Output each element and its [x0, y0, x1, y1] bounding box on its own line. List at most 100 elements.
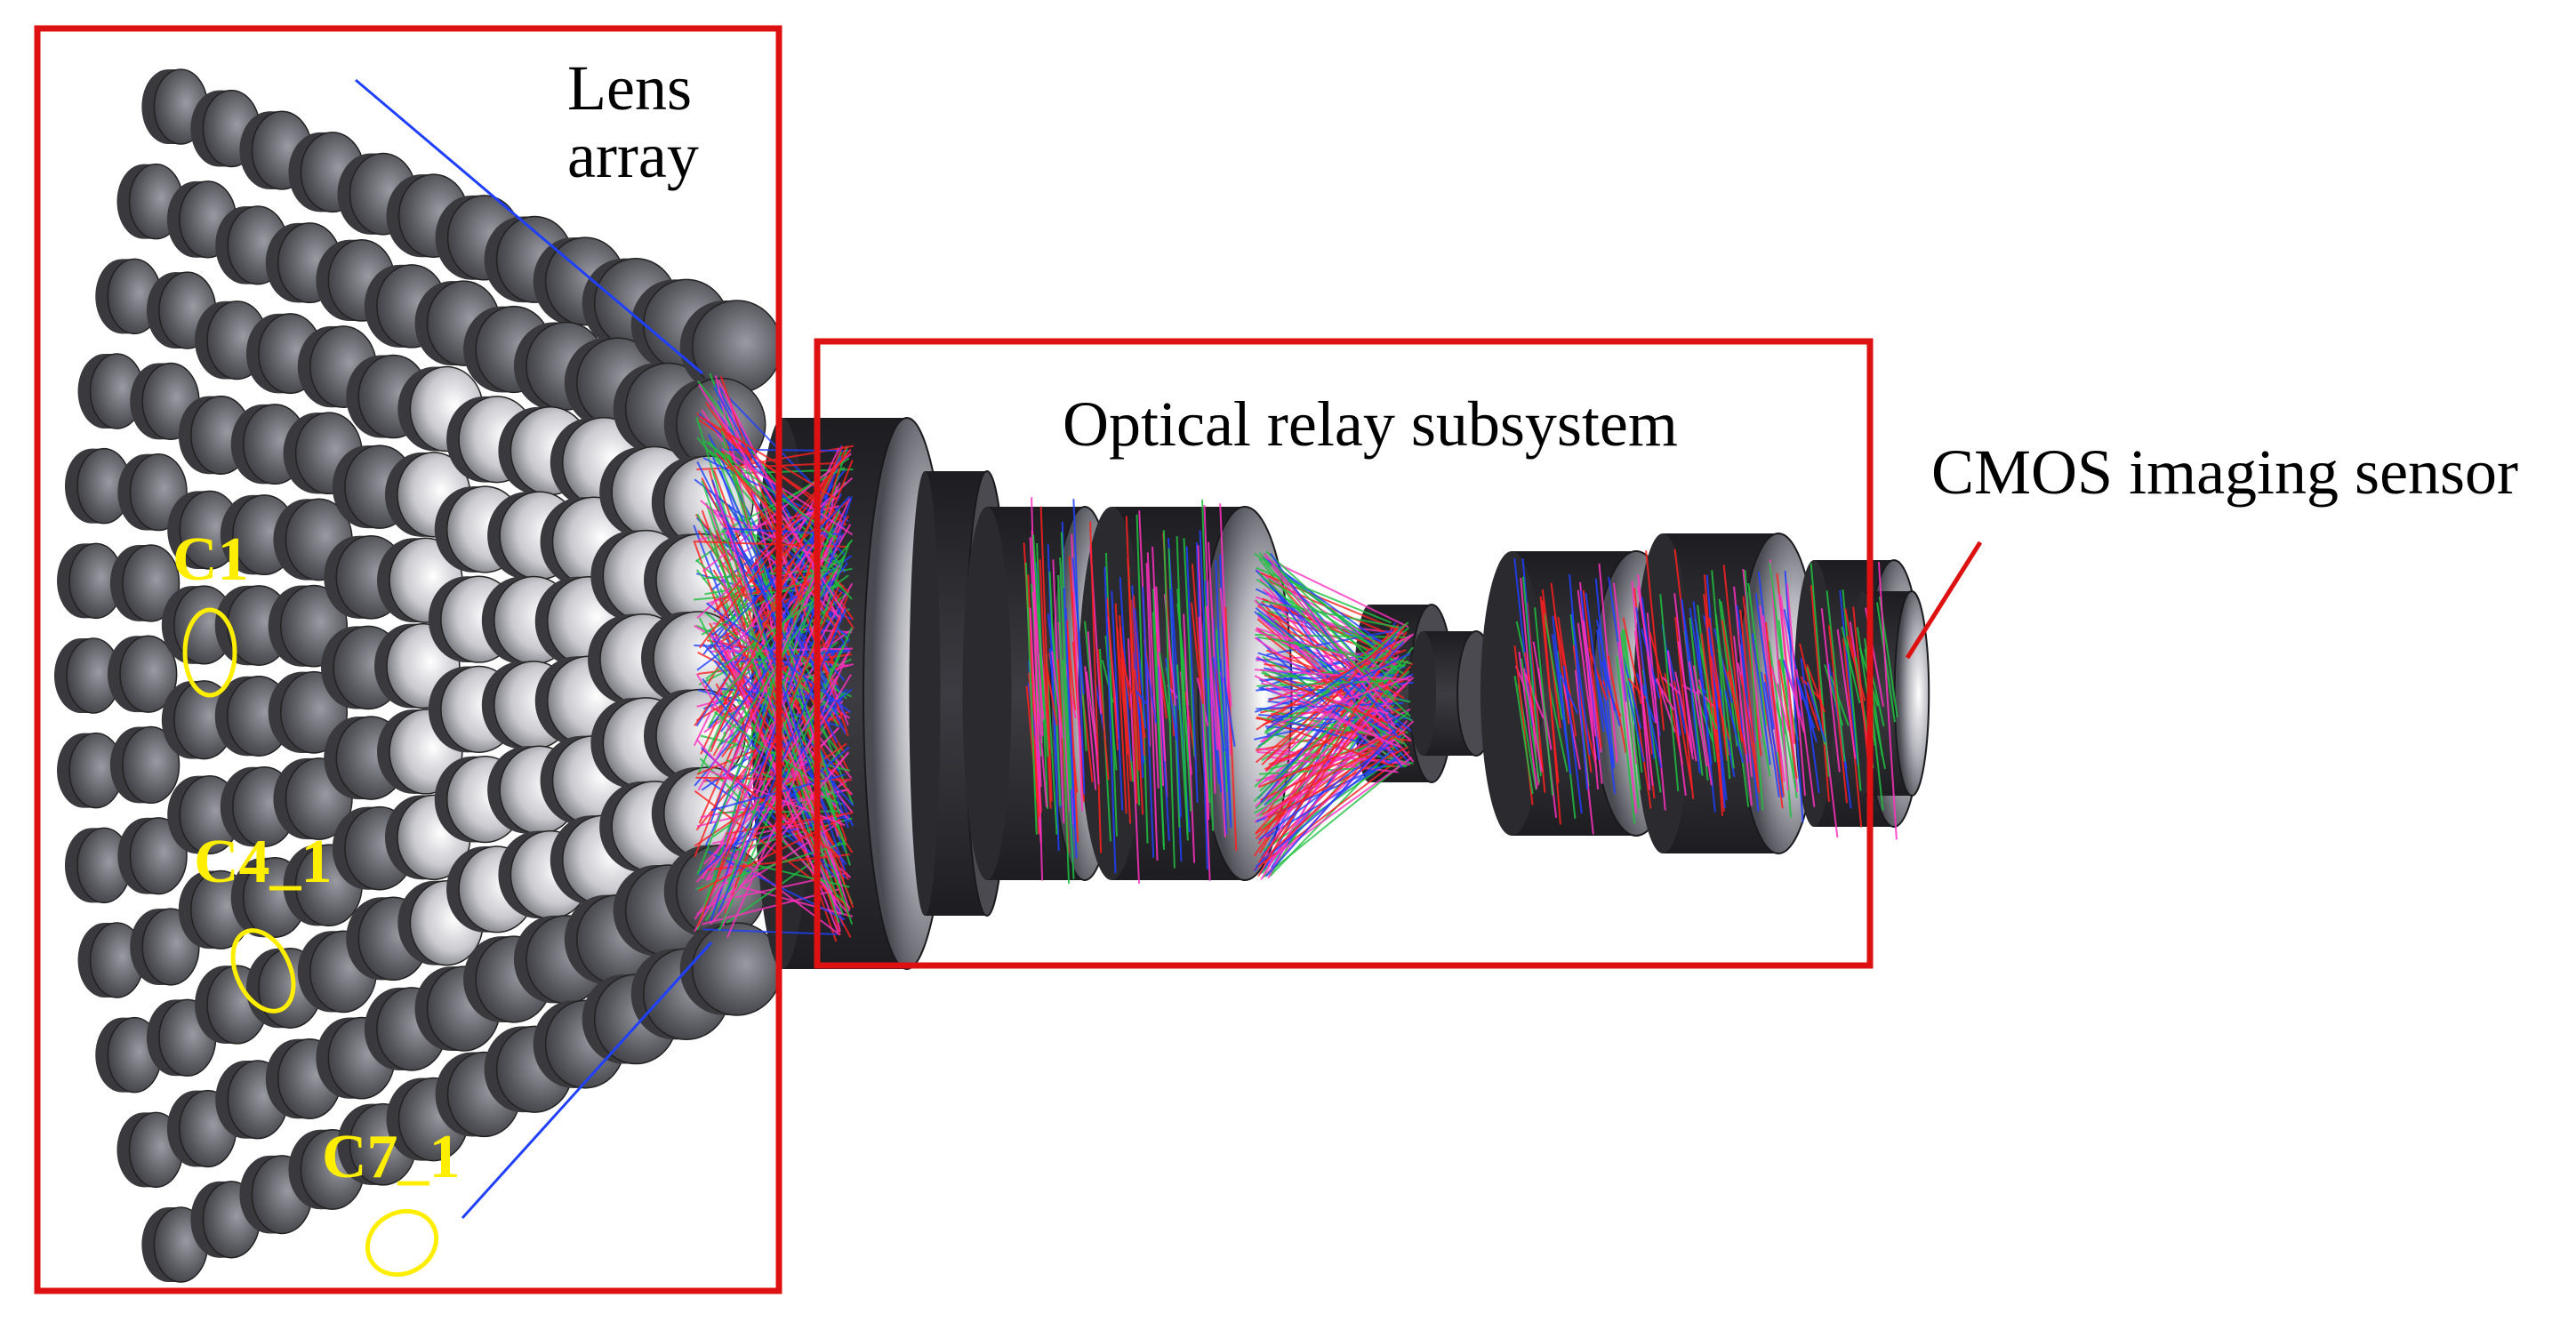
ray [1582, 589, 1602, 749]
ray [1268, 675, 1389, 725]
ray [1697, 605, 1717, 763]
lenslet [109, 544, 181, 622]
ray [697, 533, 838, 929]
ray [1594, 578, 1615, 765]
ray [722, 856, 850, 888]
ray [1063, 588, 1076, 829]
ray [1522, 668, 1543, 773]
ray [1826, 590, 1846, 762]
ray [1142, 587, 1155, 858]
lenslet [141, 1206, 209, 1283]
ray [723, 527, 841, 536]
ray [1724, 690, 1745, 764]
ray [1585, 592, 1605, 733]
ray [1633, 630, 1654, 786]
lenslet [679, 300, 782, 394]
ray [1103, 566, 1117, 874]
ray [1085, 671, 1098, 757]
ray [1785, 662, 1805, 733]
ray [1760, 671, 1780, 797]
ray [1071, 557, 1085, 695]
ray [1513, 675, 1534, 795]
ray [1841, 626, 1861, 704]
ray [1199, 530, 1212, 780]
ray [716, 582, 854, 821]
ray [1032, 534, 1046, 711]
lenslet [190, 89, 261, 168]
ray [720, 498, 851, 789]
ray [1255, 749, 1393, 868]
ray [1270, 619, 1405, 700]
ray [1688, 661, 1708, 767]
lenslet [178, 395, 252, 475]
ray [1271, 653, 1411, 724]
ray [1744, 570, 1764, 811]
ray [1176, 536, 1189, 835]
sensor-label: CMOS imaging sensor [1931, 437, 2519, 508]
ray [1622, 617, 1642, 705]
ray [1625, 680, 1645, 763]
ray [1617, 641, 1637, 813]
ray [1645, 550, 1665, 731]
lenslet [245, 313, 323, 395]
ray [718, 539, 854, 702]
ray [1266, 644, 1393, 719]
ray [1764, 621, 1785, 797]
ray [1261, 555, 1409, 628]
ray [1045, 663, 1058, 725]
edge-ray-top [355, 78, 703, 375]
ray [1062, 660, 1075, 879]
ray [1203, 504, 1216, 794]
ray [1616, 656, 1636, 824]
ray [1216, 629, 1229, 792]
ray [1659, 594, 1680, 792]
ray [1256, 747, 1411, 765]
ray [1031, 592, 1045, 720]
ray [696, 513, 838, 821]
ray [1059, 557, 1072, 790]
ray [720, 447, 854, 536]
edge-ray-bottom [461, 941, 713, 1220]
ray [1127, 638, 1140, 884]
ray [1255, 607, 1412, 732]
ray [693, 674, 852, 933]
ray [1191, 564, 1204, 704]
ray [1198, 616, 1211, 881]
lenslet [107, 635, 178, 713]
lens-array-illustration [54, 68, 782, 1283]
ray [1024, 562, 1038, 835]
channel-label-c7-1: C7_1 [322, 1123, 461, 1191]
ray [1877, 562, 1898, 840]
ray [1689, 607, 1709, 721]
ray [1596, 629, 1617, 794]
ray [1072, 499, 1086, 795]
ray [1754, 593, 1775, 730]
ray [1256, 621, 1409, 749]
lenslet [54, 637, 121, 714]
ray [1523, 652, 1544, 772]
ray [1569, 573, 1589, 790]
ray [1598, 563, 1618, 763]
ray [1257, 572, 1411, 717]
ray [1162, 530, 1176, 869]
ray [1607, 654, 1627, 753]
ray [1534, 607, 1554, 796]
ray [1257, 733, 1392, 789]
ray [1694, 691, 1714, 741]
ray [1553, 614, 1574, 707]
ray [726, 841, 841, 925]
channel-c7-1-highlight [365, 1208, 439, 1278]
ray [1271, 565, 1396, 726]
ray [1543, 613, 1563, 720]
ray [1810, 585, 1830, 802]
lenslet [215, 205, 289, 285]
ray [1839, 589, 1859, 765]
ray [1257, 623, 1408, 877]
relay-subsystem-frame [814, 338, 1874, 969]
ray [1185, 546, 1199, 803]
lenslet [220, 766, 297, 847]
ray [1786, 583, 1806, 797]
ray [694, 789, 852, 909]
ray [1119, 626, 1132, 781]
